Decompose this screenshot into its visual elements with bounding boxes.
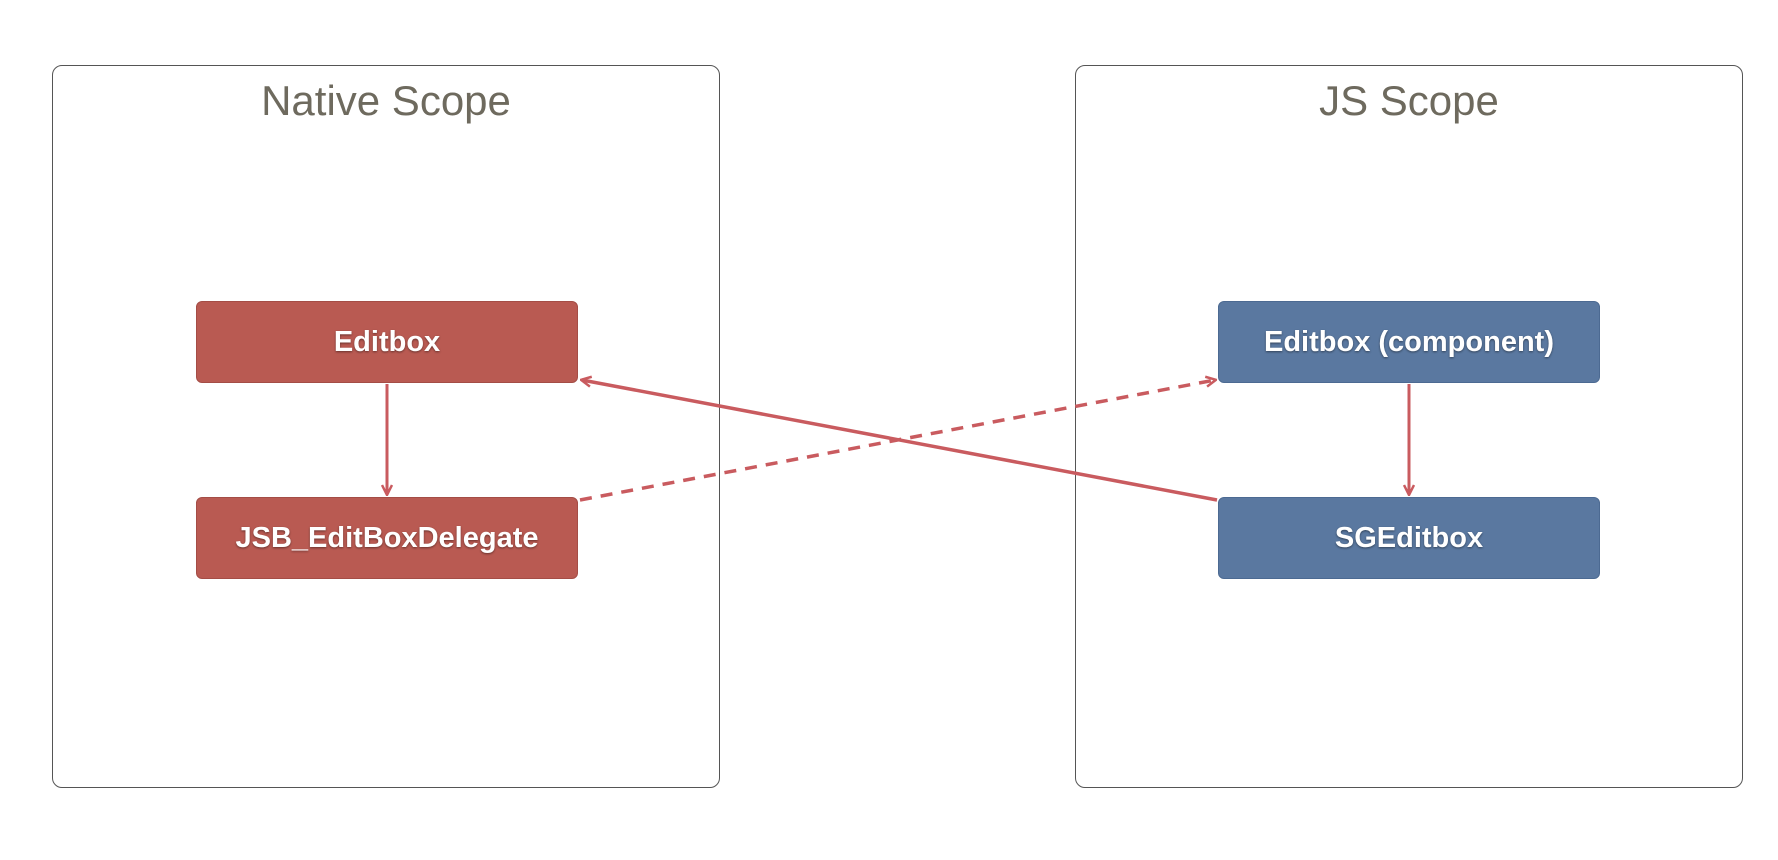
native-scope-title: Native Scope	[261, 77, 511, 124]
js-scope-title: JS Scope	[1319, 77, 1499, 124]
native-scope-panel: Native Scope	[52, 65, 720, 788]
js-scope-panel: JS Scope	[1075, 65, 1743, 788]
sgeditbox-node: SGEditbox	[1218, 497, 1600, 579]
jsb-editbox-delegate-node: JSB_EditBoxDelegate	[196, 497, 578, 579]
editbox-node: Editbox	[196, 301, 578, 383]
jsb-editbox-delegate-node-label: JSB_EditBoxDelegate	[235, 521, 539, 554]
editbox-node-label: Editbox	[333, 325, 441, 358]
editbox-component-node-label: Editbox (component)	[1264, 325, 1554, 358]
sgeditbox-node-label: SGEditbox	[1334, 521, 1484, 554]
editbox-component-node: Editbox (component)	[1218, 301, 1600, 383]
